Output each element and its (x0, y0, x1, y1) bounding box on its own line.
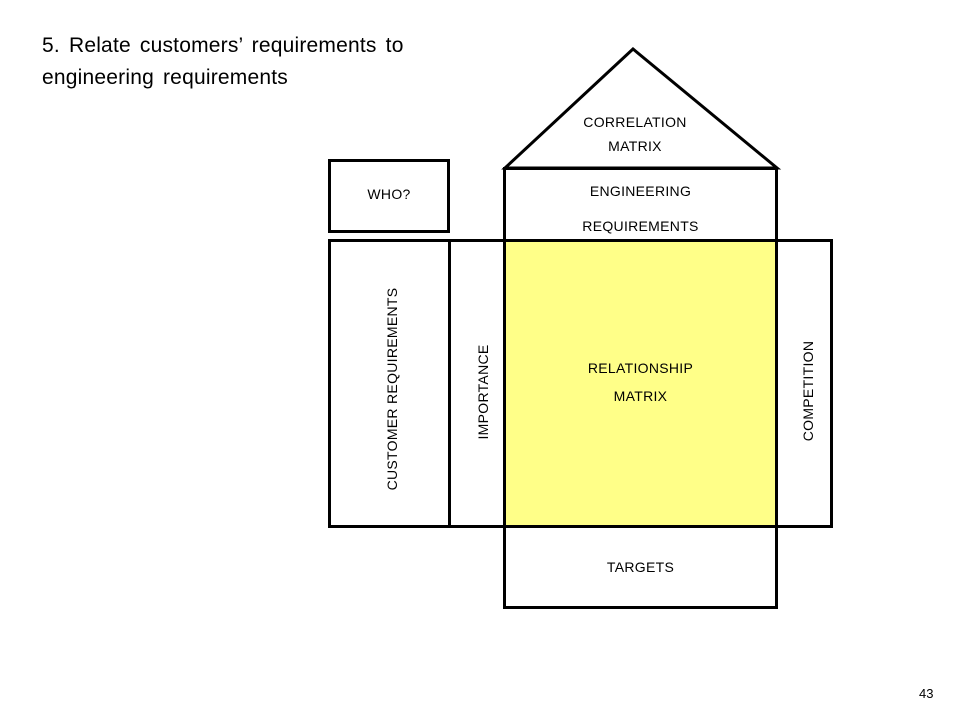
customer-requirements-label: CUSTOMER REQUIREMENTS (384, 287, 400, 491)
slide-title-line-1: 5. Relate customers’ requirements to (42, 34, 404, 57)
relationship-matrix-label-line-2: MATRIX (613, 388, 668, 404)
engineering-requirements-label-line-2: REQUIREMENTS (582, 218, 699, 234)
competition-label: COMPETITION (800, 340, 816, 442)
importance-label: IMPORTANCE (475, 344, 491, 440)
who-label: WHO? (367, 186, 411, 202)
page-number: 43 (919, 686, 934, 701)
competition-box (775, 239, 833, 528)
relationship-matrix-box (503, 239, 778, 528)
who-box (328, 159, 450, 233)
correlation-matrix-label-line-2: MATRIX (608, 138, 662, 154)
customer-requirements-box (328, 239, 451, 528)
targets-label: TARGETS (606, 559, 675, 575)
slide-title-line-2: engineering requirements (42, 66, 288, 89)
correlation-matrix-label-line-1: CORRELATION (583, 114, 687, 130)
relationship-matrix-label-line-1: RELATIONSHIP (587, 360, 694, 376)
engineering-requirements-label-line-1: ENGINEERING (589, 183, 692, 199)
slide-title: 5. Relate customers’ requirements to eng… (42, 30, 404, 94)
importance-box (448, 239, 506, 528)
targets-box (503, 525, 778, 609)
